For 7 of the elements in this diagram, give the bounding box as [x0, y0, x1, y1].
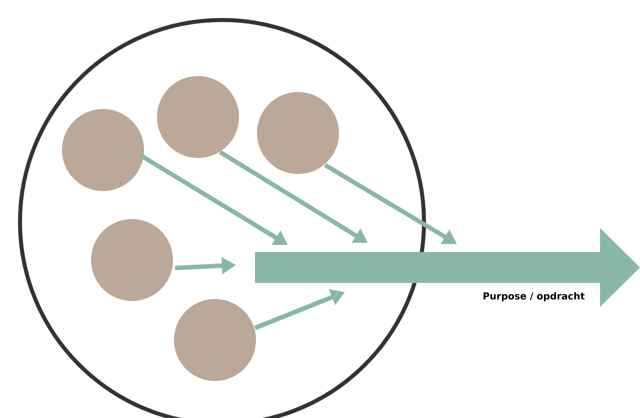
circle	[257, 92, 339, 174]
circle	[91, 219, 173, 301]
circle	[174, 299, 256, 381]
circle	[157, 76, 239, 158]
circle	[62, 109, 144, 191]
big-arrow	[255, 228, 640, 307]
arrow-label: Purpose / opdracht	[484, 292, 585, 302]
